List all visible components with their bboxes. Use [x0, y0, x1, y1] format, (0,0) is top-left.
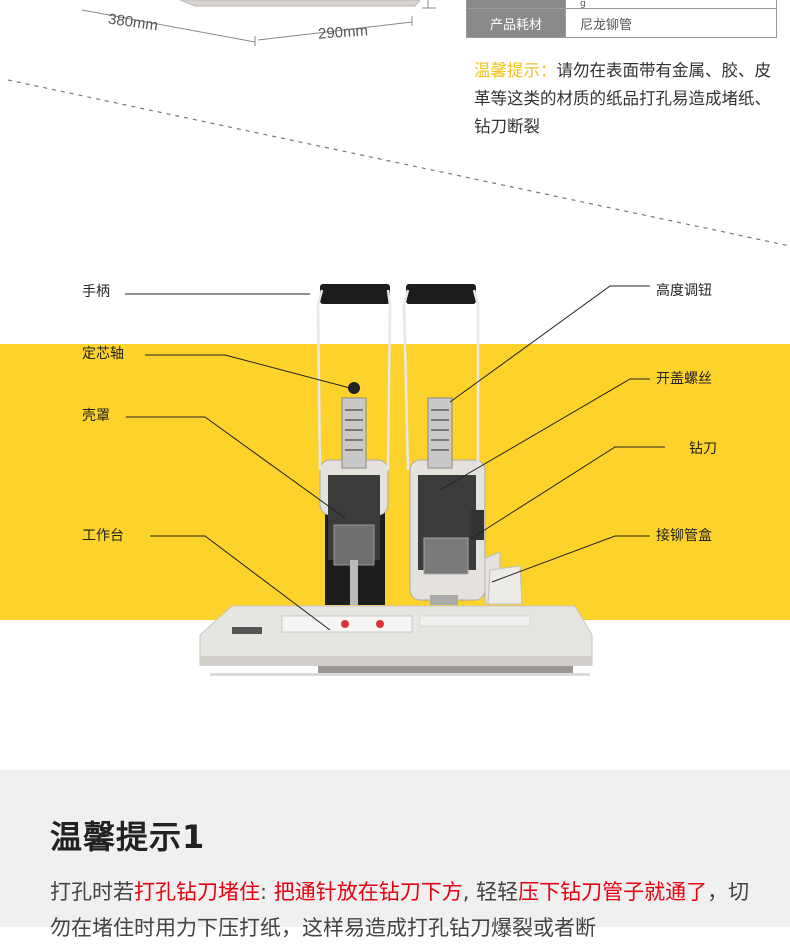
material-warning-tip: 温馨提示：请勿在表面带有金属、胶、皮革等这类的材质的纸品打孔易造成堵纸、钻刀断裂	[474, 57, 774, 141]
spec-table: g 产品耗材 尼龙铆管	[466, 0, 777, 38]
callout-leader-lines	[125, 285, 665, 631]
product-base-outline	[81, 0, 436, 46]
punch-machine-illustration	[199, 284, 593, 676]
notice-text: , 轻轻	[462, 880, 519, 904]
spec-value-cell: 尼龙铆管	[565, 8, 777, 38]
callout-cover-screw: 开盖螺丝	[656, 371, 712, 387]
notice-text: 打孔时若	[50, 880, 134, 904]
notice-title: 温馨提示1	[50, 818, 206, 856]
callout-core-shaft: 定芯轴	[82, 346, 124, 362]
spec-key-cell: 产品耗材	[466, 8, 566, 38]
spec-table-row: 产品耗材 尼龙铆管	[466, 8, 777, 38]
notice-highlight: 打孔钻刀堵住	[134, 880, 260, 904]
diagonal-dashed-divider	[7, 79, 790, 247]
notice-highlight: 压下钻刀管子就通了	[518, 880, 708, 904]
callout-rivet-box: 接铆管盒	[656, 528, 712, 544]
notice-text: :	[260, 880, 274, 904]
callout-worktable: 工作台	[82, 528, 124, 544]
notice-paragraph: 打孔时若打孔钻刀堵住: 把通针放在钻刀下方, 轻轻压下钻刀管子就通了，切勿在堵住…	[50, 874, 750, 946]
notice-section: 温馨提示1 打孔时若打孔钻刀堵住: 把通针放在钻刀下方, 轻轻压下钻刀管子就通了…	[0, 770, 790, 940]
yellow-background-band	[0, 344, 790, 620]
tip-text: 请勿在表面带有金属、胶、皮革等这类的材质的纸品打孔易造成堵纸、钻刀断裂	[474, 61, 771, 136]
product-dimension-image: 380mm 290mm	[0, 0, 460, 60]
callout-height-knob: 高度调钮	[656, 283, 712, 299]
callout-handle: 手柄	[82, 284, 110, 300]
callout-shell: 壳罩	[82, 408, 110, 424]
notice-highlight: 把通针放在钻刀下方	[273, 880, 463, 904]
tip-label: 温馨提示：	[474, 61, 557, 80]
callout-drill: 钻刀	[689, 441, 717, 457]
